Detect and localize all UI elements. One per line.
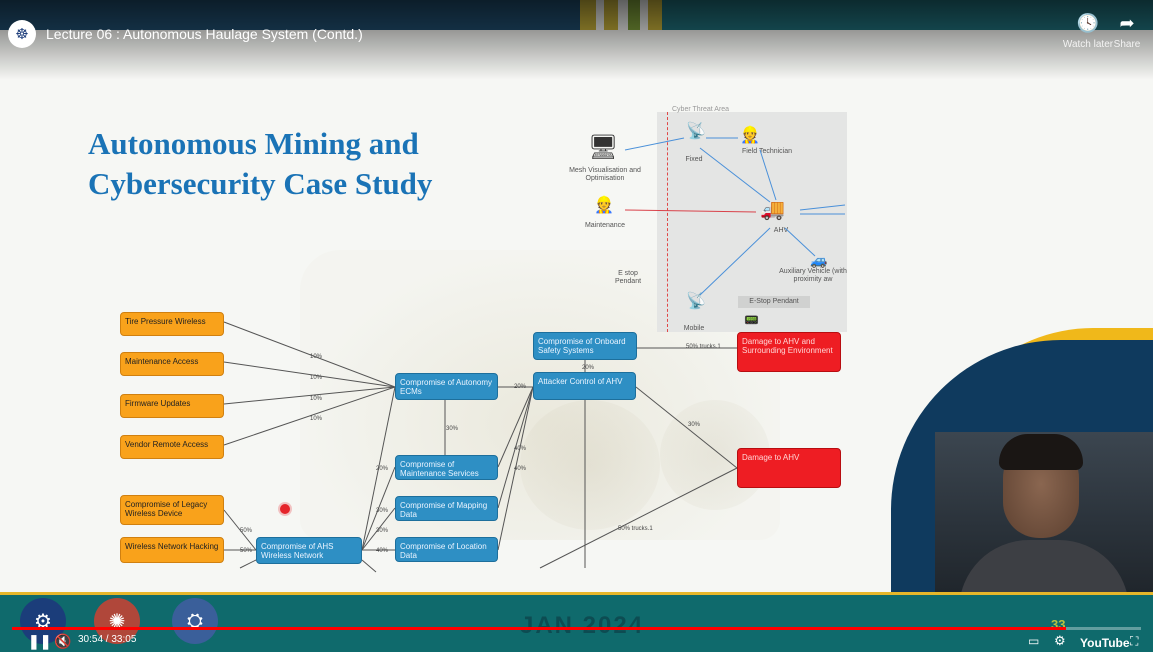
settings-gear-icon[interactable]: ⚙ xyxy=(1054,633,1066,648)
clock-icon: 🕓 xyxy=(1076,13,1100,33)
edge-percent: 30% xyxy=(688,422,701,428)
inset-header: Cyber Threat Area xyxy=(672,106,730,113)
edge-percent: 20% xyxy=(582,365,595,371)
seek-bar[interactable] xyxy=(12,627,1141,630)
slide-watermark: JAN 2024 xyxy=(520,612,645,639)
source-wireless-hacking: Wireless Network Hacking xyxy=(120,537,224,563)
radio-tower-icon: 📡 xyxy=(686,293,706,310)
slide: Autonomous Mining and Cybersecurity Case… xyxy=(0,0,1153,573)
edge-percent: 10% xyxy=(310,416,323,422)
captions-button[interactable]: ▭ xyxy=(1028,634,1040,648)
source-vendor-remote-access: Vendor Remote Access xyxy=(120,435,224,459)
node-ahs-wireless: Compromise of AHS Wireless Network xyxy=(256,537,362,564)
source-tire-pressure: Tire Pressure Wireless xyxy=(120,312,224,336)
inset-label-aux: Auxiliary Vehicle (with proximity aw xyxy=(779,268,847,283)
maintenance-worker-icon: 👷 xyxy=(594,197,614,214)
edge-note: 50% trucks.1 xyxy=(618,526,653,532)
edge-percent: 40% xyxy=(514,446,527,452)
youtube-logo[interactable]: YouTube xyxy=(1080,636,1130,650)
time-display: 30:54 / 33:05 xyxy=(78,634,137,645)
watch-later-button[interactable]: 🕓 Watch later xyxy=(1058,12,1118,52)
fullscreen-exit-button[interactable]: ⛶ xyxy=(1130,634,1139,648)
radio-tower-icon: 📡 xyxy=(686,123,706,140)
node-onboard-safety: Compromise of Onboard Safety Systems xyxy=(533,332,637,360)
edge-percent: 50% xyxy=(240,528,253,534)
network-inset-figure xyxy=(657,112,847,332)
monitor-icon: 🖥 xyxy=(588,134,619,161)
source-firmware-updates: Firmware Updates xyxy=(120,394,224,418)
inset-label-mesh: Mesh Visualisation and Optimisation xyxy=(569,167,641,182)
edge-percent: 20% xyxy=(376,466,389,472)
edge-percent: 40% xyxy=(376,548,389,554)
share-arrow-icon: ➦ xyxy=(1119,13,1135,33)
pendant-icon: 📟 xyxy=(744,313,759,327)
share-button[interactable]: ➦ Share xyxy=(1104,12,1150,52)
laser-pointer-dot xyxy=(280,504,290,514)
edge-percent: 10% xyxy=(310,354,323,360)
video-title[interactable]: Lecture 06 : Autonomous Haulage System (… xyxy=(46,26,363,42)
outcome-damage-ahv: Damage to AHV xyxy=(737,448,841,488)
edge-percent: 10% xyxy=(310,396,323,402)
presenter-hair xyxy=(999,434,1083,470)
node-maintenance-services: Compromise of Maintenance Services xyxy=(395,455,498,480)
player-controls: ❚❚ 🔇 ▭ ⚙ ⛶ xyxy=(0,630,1153,652)
inset-label-estop-pendant: E-Stop Pendant xyxy=(738,296,810,308)
inset-label-maintenance: Maintenance xyxy=(584,222,626,229)
inset-label-fixed: Fixed xyxy=(685,156,703,163)
inset-label-ahv: AHV xyxy=(773,227,789,234)
channel-avatar-icon[interactable]: ☸ xyxy=(8,20,36,48)
edge-note: 50% trucks.1 xyxy=(686,344,721,350)
edge-percent: 30% xyxy=(376,528,389,534)
presenter-webcam xyxy=(935,432,1153,592)
edge-percent: 30% xyxy=(376,508,389,514)
outcome-damage-environment: Damage to AHV and Surrounding Environmen… xyxy=(737,332,841,372)
source-legacy-wireless: Compromise of Legacy Wireless Device xyxy=(120,495,224,525)
edge-percent: 10% xyxy=(310,375,323,381)
attack-tree-connectors xyxy=(223,137,846,573)
node-attacker-control: Attacker Control of AHV xyxy=(533,372,636,400)
share-label: Share xyxy=(1113,39,1141,50)
inset-label-estop: E stop Pendant xyxy=(614,270,642,285)
muted-speaker-icon[interactable]: 🔇 xyxy=(54,633,72,649)
inset-label-technician: Field Technician xyxy=(741,148,793,155)
node-autonomy-ecms: Compromise of Autonomy ECMs xyxy=(395,373,498,400)
presenter-shirt xyxy=(959,540,1129,592)
watch-later-label: Watch later xyxy=(1062,39,1114,50)
iit-logo-icon: ⚙ xyxy=(20,598,66,644)
node-location-data: Compromise of Location Data xyxy=(395,537,498,562)
edge-percent: 50% xyxy=(240,548,253,554)
pause-button[interactable]: ❚❚ xyxy=(28,633,52,649)
edge-percent: 40% xyxy=(514,466,527,472)
edge-percent: 30% xyxy=(446,426,459,432)
node-mapping-data: Compromise of Mapping Data xyxy=(395,496,498,521)
threat-boundary-line xyxy=(667,112,668,332)
technician-icon: 👷 xyxy=(740,127,760,144)
truck-wheel xyxy=(520,400,660,530)
source-maintenance-access: Maintenance Access xyxy=(120,352,224,376)
player-top-overlay xyxy=(0,0,1153,80)
haul-truck-icon: 🚚 xyxy=(760,199,785,221)
edge-percent: 20% xyxy=(514,384,527,390)
seek-bar-played xyxy=(12,627,1067,630)
slide-title: Autonomous Mining and Cybersecurity Case… xyxy=(88,126,433,201)
inset-label-mobile: Mobile xyxy=(683,325,705,332)
institute-seal-icon: ⛭ xyxy=(172,598,218,644)
